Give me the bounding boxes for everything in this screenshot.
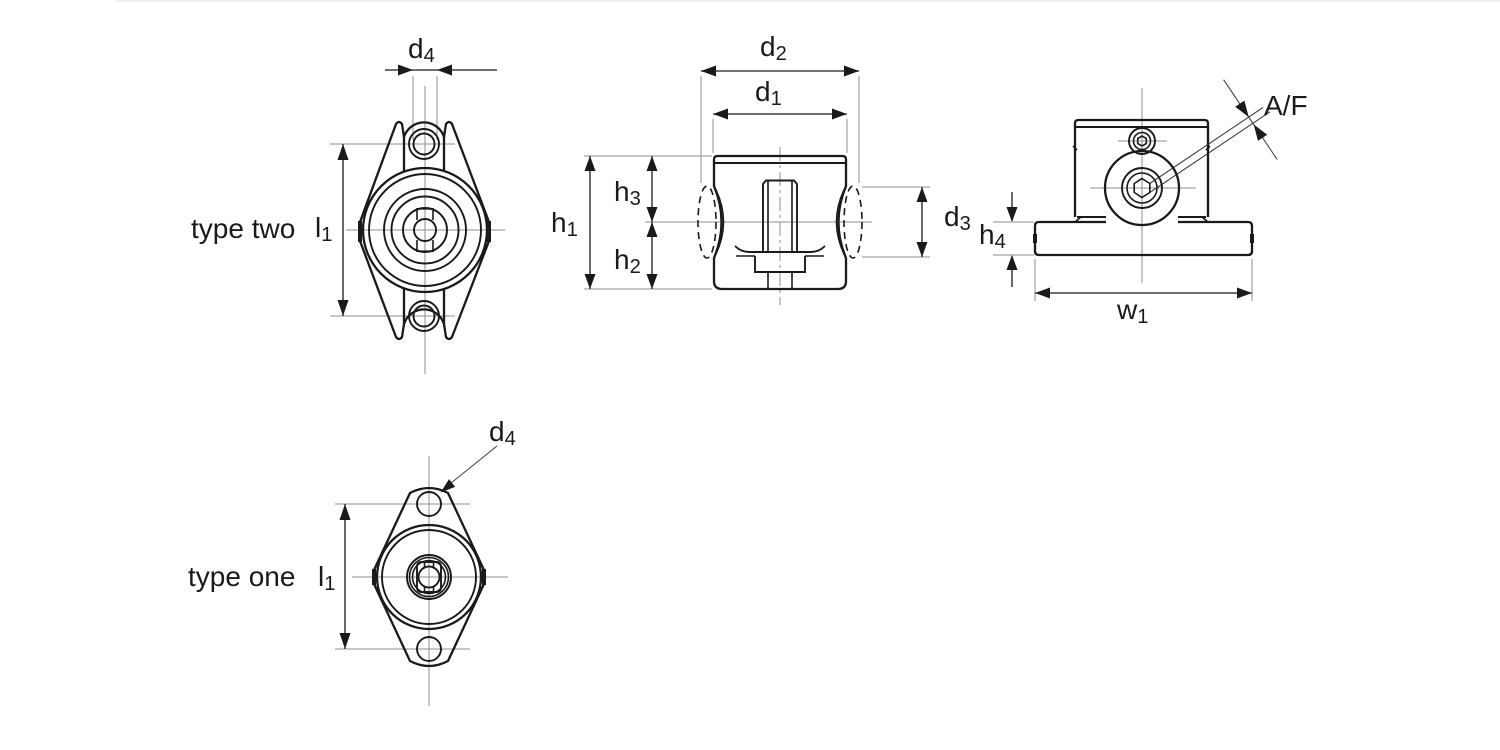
- type-two-flange-outline: [358, 120, 491, 341]
- section-dimension-d1: [713, 108, 847, 120]
- dim-label-base: h: [551, 207, 567, 238]
- view-title-text: type one: [188, 561, 296, 592]
- dim-label-d3: d3: [944, 201, 971, 234]
- page-top-edge-line: [115, 0, 1500, 2]
- type-one-dimension-l1: [339, 504, 351, 649]
- type-one-flange-outline: [372, 486, 486, 668]
- dim-label-h3: h3: [614, 176, 641, 209]
- dim-label-base: d: [760, 31, 776, 62]
- dim-label-sub: 1: [770, 87, 782, 110]
- section-dimension-h1: [584, 156, 596, 289]
- type-one-keyed-bore: [416, 561, 442, 593]
- dim-label-sub: 1: [321, 223, 333, 246]
- dim-label-sub: 4: [994, 230, 1006, 253]
- dim-label-h4: h4: [979, 219, 1006, 252]
- section-centerlines: [584, 76, 930, 305]
- dim-label-sub: 4: [423, 44, 435, 67]
- dim-label-base: d: [408, 33, 424, 64]
- section-body-outline: [712, 154, 848, 291]
- type-two-dimension-d4: [385, 64, 497, 76]
- dim-label-base: d: [944, 201, 960, 232]
- dim-label-sub: 4: [504, 427, 516, 450]
- dim-label-sub: 3: [959, 212, 971, 235]
- view-title-type-one: type one: [188, 563, 295, 591]
- view-type-one: [335, 445, 508, 706]
- type-two-body-circles: [361, 166, 489, 294]
- type-two-keyed-bore: [413, 208, 437, 252]
- section-dimension-h3: [646, 156, 658, 222]
- dim-label-base: A/F: [1264, 90, 1308, 121]
- section-side-bores-hidden: [697, 185, 863, 259]
- type-two-dimension-l1: [337, 144, 349, 316]
- dim-label-sub: 3: [629, 187, 641, 210]
- dim-label-base: l: [318, 561, 325, 592]
- dim-label-sub: 1: [1137, 305, 1149, 328]
- side-boss-and-screw: [1103, 149, 1181, 227]
- side-dimension-w1: [1035, 287, 1252, 299]
- dim-label-sub: 1: [566, 218, 578, 241]
- dim-label-base: w: [1117, 294, 1138, 325]
- view-section: [584, 65, 930, 305]
- side-dimension-h4: [1006, 192, 1018, 287]
- dim-label-base: d: [755, 76, 771, 107]
- view-type-two: [330, 64, 505, 374]
- type-one-dimension-d4-leader: [440, 445, 498, 493]
- type-one-body-circles: [375, 523, 483, 631]
- dim-label-af: A/F: [1264, 92, 1308, 120]
- dim-label-base: h: [979, 219, 995, 250]
- type-one-bolt-holes: [416, 491, 442, 662]
- side-top-screw: [1128, 127, 1156, 155]
- dim-label-d4-type-two: d4: [408, 33, 435, 66]
- section-dimension-h2: [646, 222, 658, 289]
- dim-label-sub: 1: [324, 572, 336, 595]
- type-two-bolt-holes: [408, 128, 440, 332]
- view-title-type-two: type two: [191, 215, 295, 243]
- side-base-plate: [1033, 220, 1254, 257]
- side-dimension-af: [1149, 79, 1278, 193]
- section-dimension-d2: [701, 65, 859, 77]
- dim-label-l1-type-one: l1: [318, 561, 335, 594]
- dim-label-h1: h1: [551, 207, 578, 240]
- dim-label-base: l: [315, 212, 322, 243]
- dim-label-base: d: [489, 416, 505, 447]
- dim-label-base: h: [614, 176, 630, 207]
- dim-label-base: h: [614, 244, 630, 275]
- section-dimension-d3: [916, 187, 928, 257]
- dim-label-sub: 2: [775, 42, 787, 65]
- dim-label-d2: d2: [760, 31, 787, 64]
- view-title-text: type two: [191, 213, 296, 244]
- dim-label-sub: 2: [629, 255, 641, 278]
- dim-label-d1: d1: [755, 76, 782, 109]
- dim-label-d4-type-one: d4: [489, 416, 516, 449]
- dim-label-h2: h2: [614, 244, 641, 277]
- view-side: [993, 79, 1278, 301]
- dim-label-l1-type-two: l1: [315, 212, 332, 245]
- dim-label-w1: w1: [1117, 294, 1148, 327]
- section-center-slot: [734, 179, 826, 288]
